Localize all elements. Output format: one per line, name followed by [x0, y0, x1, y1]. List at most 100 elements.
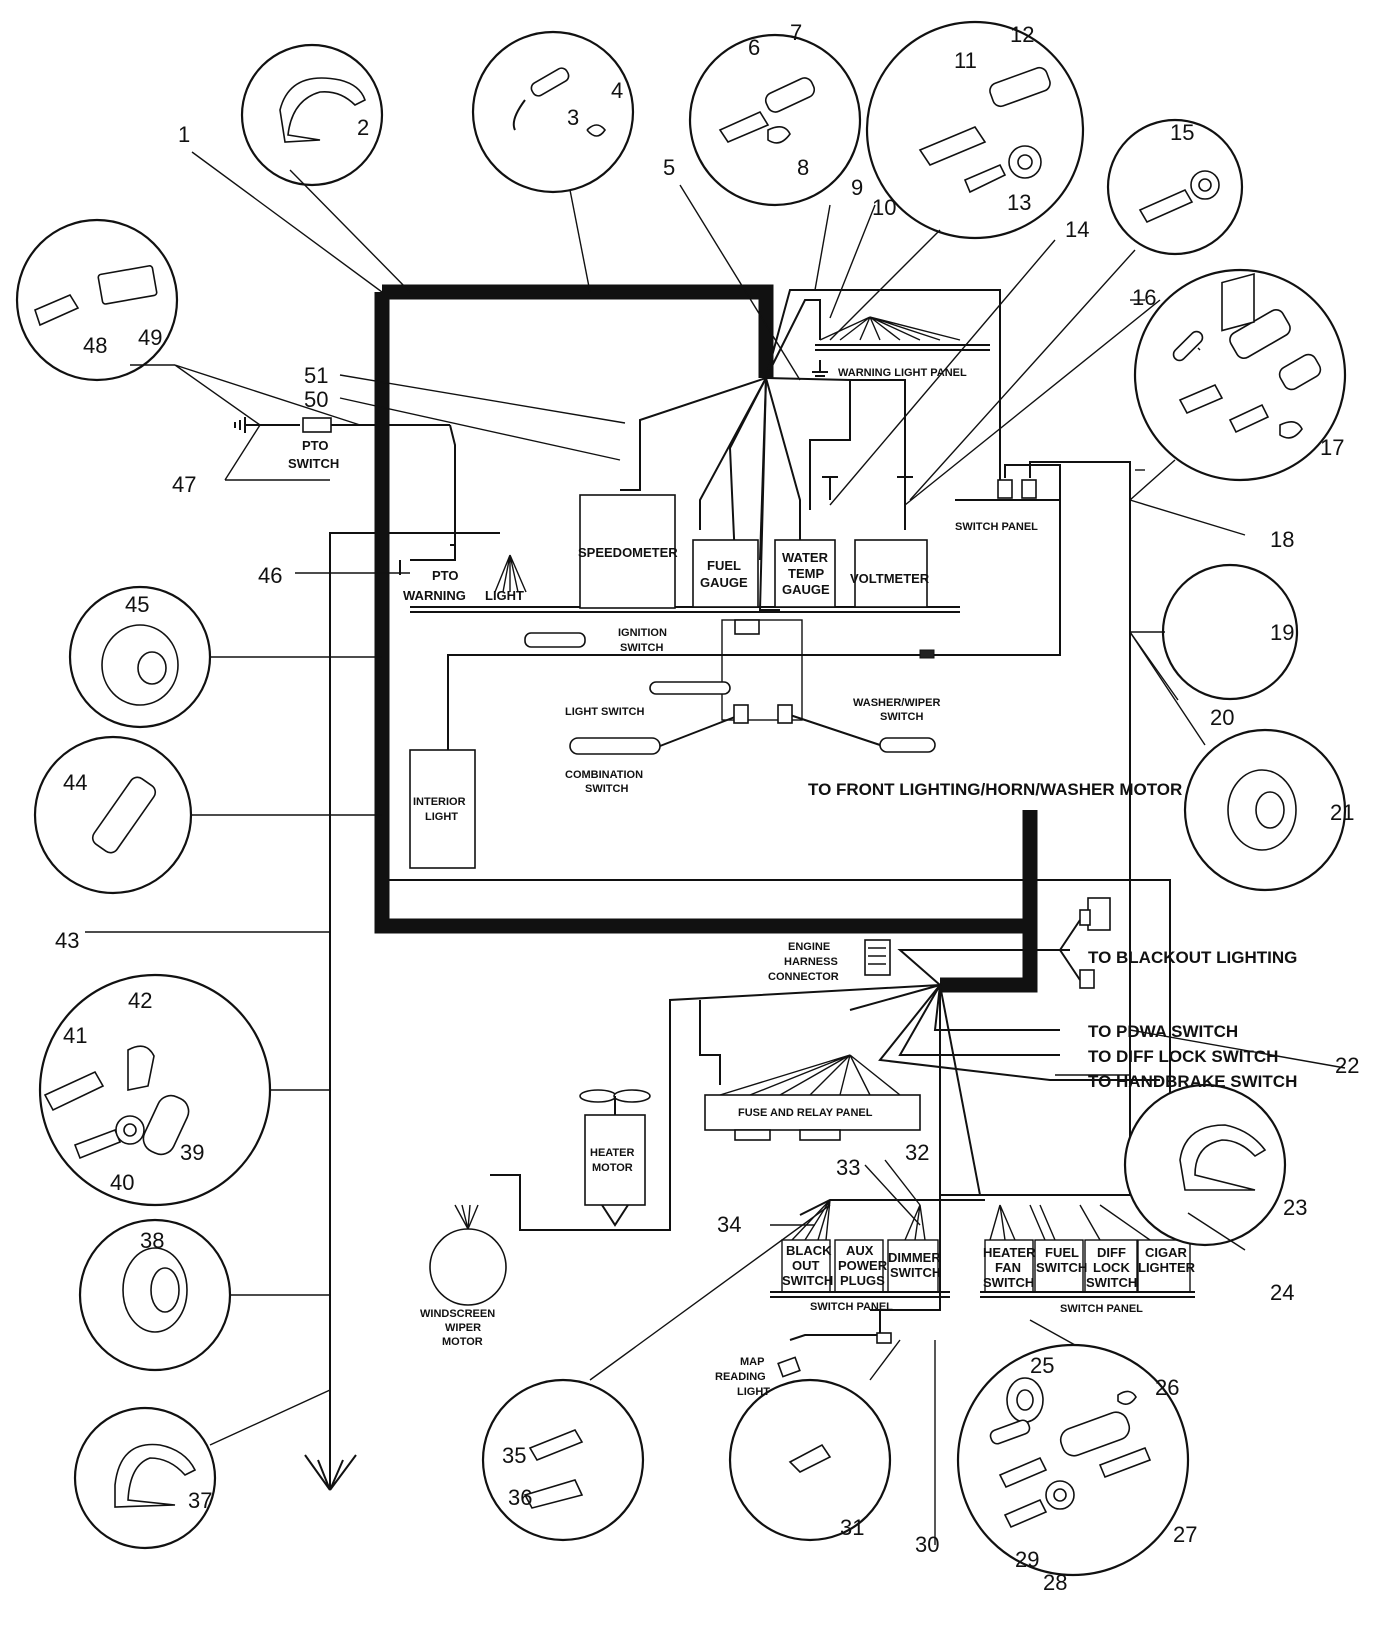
callout-4: 4 [611, 78, 623, 103]
switch-panel-left-label: SWITCH PANEL [810, 1301, 893, 1313]
combination-switch-label-2: SWITCH [585, 783, 628, 795]
callout-33: 33 [836, 1155, 860, 1180]
map-light-label-1: MAP [740, 1356, 764, 1368]
pto-warning-label-3: LIGHT [485, 588, 524, 603]
diff-lock-label-1: DIFF [1097, 1245, 1126, 1260]
voltmeter-label: VOLTMETER [850, 571, 930, 586]
pto-switch-label-2: SWITCH [288, 456, 339, 471]
ignition-switch-label-2: SWITCH [620, 642, 663, 654]
fuel-gauge-box [692, 539, 759, 608]
callout-43: 43 [55, 928, 79, 953]
pto-warning-label-1: PTO [432, 568, 459, 583]
front-lighting-label: TO FRONT LIGHTING/HORN/WASHER MOTOR [808, 780, 1182, 799]
callout-46: 46 [258, 563, 282, 588]
callout-42: 42 [128, 988, 152, 1013]
switch-panel-right-label: SWITCH PANEL [1060, 1303, 1143, 1315]
aux-power-label-1: AUX [846, 1243, 874, 1258]
engine-harness-label-3: CONNECTOR [768, 971, 839, 983]
water-temp-label-3: GAUGE [782, 582, 830, 597]
callout-24: 24 [1270, 1280, 1294, 1305]
interior-light-label-2: LIGHT [425, 811, 458, 823]
diff-lock-switch-label: TO DIFF LOCK SWITCH [1088, 1047, 1278, 1066]
callout-49: 49 [138, 325, 162, 350]
main-harness-trunk [374, 284, 1038, 993]
fuse-relay-panel-label: FUSE AND RELAY PANEL [738, 1107, 873, 1119]
fuse-relay-panel [704, 1094, 921, 1141]
callout-37: 37 [188, 1488, 212, 1513]
water-temp-label-2: TEMP [788, 566, 824, 581]
wiper-motor-label-1: WINDSCREEN [420, 1308, 495, 1320]
fuel-switch-label-1: FUEL [1045, 1245, 1079, 1260]
component-labels: PTO SWITCH WARNING LIGHT PANEL SPEEDOMET… [288, 367, 1297, 1398]
aux-power-label-3: PLUGS [840, 1273, 885, 1288]
callout-6: 6 [748, 35, 760, 60]
water-temp-gauge-box [774, 539, 836, 608]
callout-15: 15 [1170, 120, 1194, 145]
map-light-label-2: READING [715, 1371, 766, 1383]
speedometer-box [579, 494, 676, 609]
fuel-switch-label-2: SWITCH [1036, 1260, 1087, 1275]
heater-motor-label-2: MOTOR [592, 1162, 633, 1174]
callout-12: 12 [1010, 22, 1034, 47]
pto-switch-label-1: PTO [302, 438, 329, 453]
callout-39: 39 [180, 1140, 204, 1165]
callout-34: 34 [717, 1212, 741, 1237]
callout-3: 3 [567, 105, 579, 130]
pdwa-switch-label: TO PDWA SWITCH [1088, 1022, 1238, 1041]
cigar-lighter-label-1: CIGAR [1145, 1245, 1188, 1260]
callout-48: 48 [83, 333, 107, 358]
callout-11: 11 [954, 48, 977, 73]
callout-8: 8 [797, 155, 809, 180]
engine-harness-connector [864, 939, 891, 976]
leader-lines [85, 151, 1346, 1545]
harness-wires [234, 289, 1171, 1491]
callout-21: 21 [1330, 800, 1354, 825]
callout-20: 20 [1210, 705, 1234, 730]
wiper-motor-label-3: MOTOR [442, 1336, 483, 1348]
heater-fan-label-1: HEATER [983, 1245, 1036, 1260]
callout-35: 35 [502, 1443, 526, 1468]
callout-31: 31 [840, 1515, 864, 1540]
warning-light-panel-label: WARNING LIGHT PANEL [838, 367, 967, 379]
callout-45: 45 [125, 592, 149, 617]
callout-23: 23 [1283, 1195, 1307, 1220]
callout-44: 44 [63, 770, 87, 795]
callout-16: 16 [1132, 285, 1156, 310]
diff-lock-label-3: SWITCH [1086, 1275, 1137, 1290]
callout-28: 28 [1043, 1570, 1067, 1595]
part-numbers: 1 2 3 4 5 6 7 8 9 10 11 12 13 14 15 16 1… [55, 20, 1359, 1595]
fuel-gauge-label-2: GAUGE [700, 575, 748, 590]
callout-9: 9 [851, 175, 863, 200]
washer-wiper-label-2: SWITCH [880, 711, 923, 723]
callout-36: 36 [508, 1485, 532, 1510]
pto-warning-label-2: WARNING [403, 588, 466, 603]
washer-wiper-label-1: WASHER/WIPER [853, 697, 940, 709]
callout-1: 1 [178, 122, 190, 147]
blackout-switch-label-1: BLACK [786, 1243, 832, 1258]
blackout-switch-label-3: SWITCH [782, 1273, 833, 1288]
callout-13: 13 [1007, 190, 1031, 215]
blackout-switch-label-2: OUT [792, 1258, 820, 1273]
blackout-lighting-label: TO BLACKOUT LIGHTING [1088, 948, 1297, 967]
callout-38: 38 [140, 1228, 164, 1253]
callout-14: 14 [1065, 217, 1089, 242]
dimmer-switch-label-1: DIMMER [888, 1250, 941, 1265]
callout-19: 19 [1270, 620, 1294, 645]
map-reading-light [777, 1332, 892, 1378]
interior-light-box [409, 749, 476, 869]
combination-switch [524, 619, 936, 755]
callout-51: 51 [304, 363, 328, 388]
voltmeter-box [854, 539, 928, 608]
detail-callouts [15, 20, 1347, 1577]
callout-5: 5 [663, 155, 675, 180]
speedometer-label: SPEEDOMETER [578, 545, 678, 560]
cigar-lighter-label-2: LIGHTER [1138, 1260, 1196, 1275]
water-temp-label-1: WATER [782, 550, 829, 565]
callout-30: 30 [915, 1532, 939, 1557]
callout-41: 41 [63, 1023, 87, 1048]
callout-40: 40 [110, 1170, 134, 1195]
callout-25: 25 [1030, 1353, 1054, 1378]
wiper-motor-label-2: WIPER [445, 1322, 481, 1334]
callout-26: 26 [1155, 1375, 1179, 1400]
